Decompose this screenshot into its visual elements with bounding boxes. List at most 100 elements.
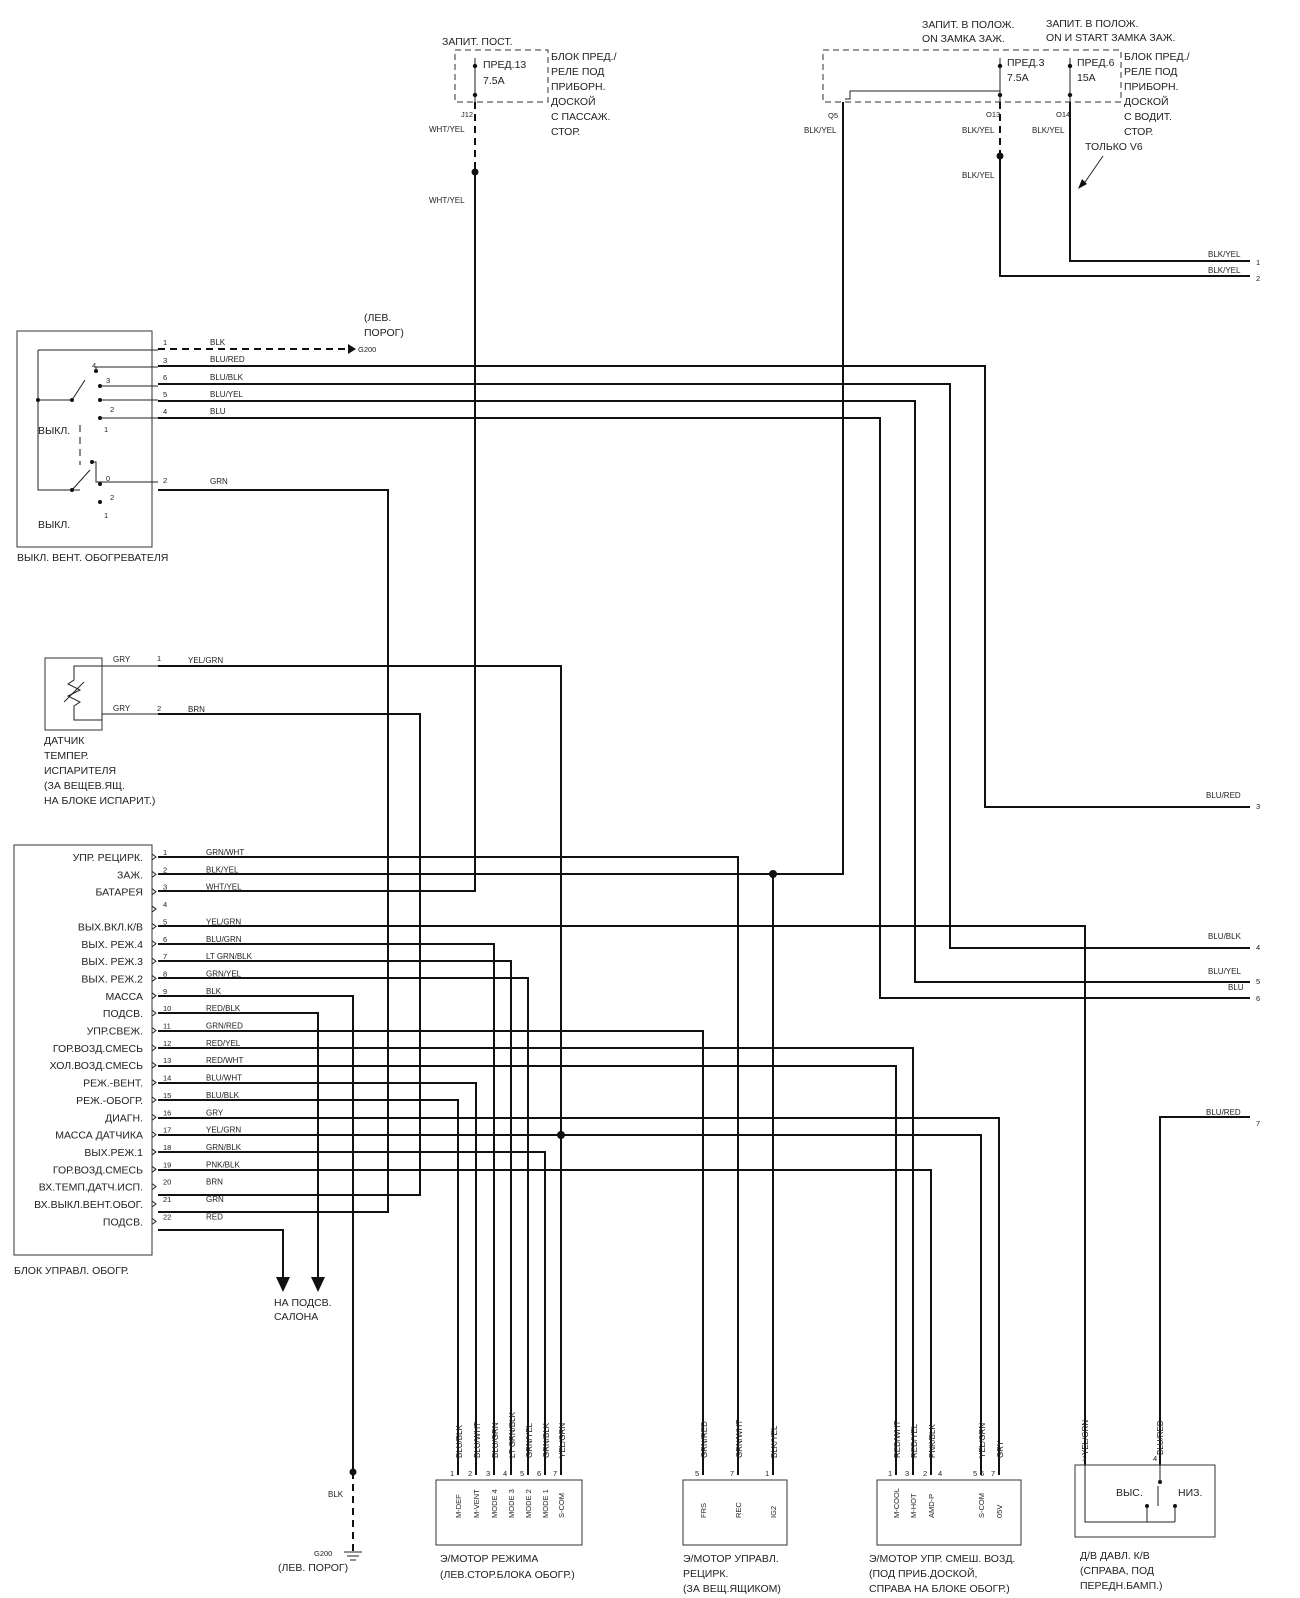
connector-symbol: [151, 1009, 157, 1017]
fuse-box-desc-2: РЕЛЕ ПОД: [551, 66, 604, 78]
fuse-box-title: ЗАПИТ. В ПОЛОЖ.: [1046, 18, 1138, 30]
pin-number: 5: [520, 1469, 524, 1478]
wire-label: GRN/WHT: [735, 1420, 744, 1458]
terminal-function: ГОР.ВОЗД.СМЕСЬ: [53, 1164, 143, 1176]
recirc-motor-label: Э/МОТОР УПРАВЛ.: [683, 1553, 779, 1565]
connector-symbol: [151, 1096, 157, 1104]
fuse-box-title: ON ЗАМКА ЗАЖ.: [922, 33, 1005, 45]
wire-label: PNK/BLK: [928, 1424, 937, 1458]
connector-symbol: [151, 1183, 157, 1191]
fuse-box-desc-3: ПРИБОРН.: [1124, 81, 1179, 93]
wire-label: YEL/GRN: [558, 1423, 567, 1458]
pin-number: 5: [163, 390, 167, 399]
fuse-box-desc-6: СТОР.: [551, 126, 580, 138]
pin-number: 3: [163, 883, 167, 892]
pin-number: 3: [163, 356, 167, 365]
connector-symbol: [151, 992, 157, 1000]
pin-number: 1: [888, 1469, 892, 1478]
pin-number: 2: [157, 704, 161, 713]
connector-symbol: [151, 1079, 157, 1086]
wire-label: BLU/WHT: [473, 1422, 482, 1458]
fuse-13-rating: 7.5A: [483, 75, 505, 87]
pressure-switch-label: (СПРАВА, ПОД: [1080, 1565, 1154, 1577]
control-unit-row: 4: [151, 900, 167, 913]
switch-off-label: ВЫКЛ.: [38, 519, 70, 531]
wire-label: BLK: [206, 987, 222, 996]
pressure-switch-label: ПЕРЕДН.БАМП.): [1080, 1580, 1163, 1592]
connector-symbol: [151, 853, 157, 861]
wire-label-wht-yel: WHT/YEL: [429, 196, 465, 205]
connector-symbol: [151, 1148, 157, 1156]
terminal-function: ПОДСВ.: [103, 1216, 143, 1228]
pin-number: 11: [163, 1022, 171, 1031]
wire-label: GRN/BLK: [206, 1143, 242, 1152]
illumination-note: САЛОНА: [274, 1311, 318, 1323]
pin-j12: J12: [461, 110, 473, 119]
wire-label: BLU/WHT: [206, 1074, 242, 1083]
pin-number: 7: [553, 1469, 557, 1478]
right-edge-terminals: BLK/YEL 1 BLK/YEL 2 BLU/RED 3 BLU/BLK 4 …: [1206, 250, 1260, 1128]
wire-label: BLK: [210, 338, 226, 347]
control-unit-label: БЛОК УПРАВЛ. ОБОГР.: [14, 1265, 129, 1277]
switch-position: 0: [106, 474, 110, 483]
sensor-label: (ЗА ВЕЩЕВ.ЯЩ.: [44, 780, 125, 792]
terminal-name: REC: [734, 1502, 743, 1518]
wire-label-blk-yel: BLK/YEL: [1032, 126, 1065, 135]
fuse-box-driver: ЗАПИТ. В ПОЛОЖ. ON ЗАМКА ЗАЖ. ЗАПИТ. В П…: [804, 18, 1190, 189]
pressure-switch-box: [1074, 1464, 1216, 1538]
wire-label: YEL/GRN: [978, 1423, 987, 1458]
pin-number: 6: [980, 1469, 984, 1478]
terminal-function: УПР.СВЕЖ.: [87, 1026, 143, 1038]
fuse-box-desc-4: ДОСКОЙ: [1124, 95, 1169, 108]
pin-number: 1: [1082, 1454, 1086, 1463]
wire-label: BLU/BLK: [455, 1424, 464, 1458]
wire-label: BLU/GRN: [206, 935, 242, 944]
fuse-6-rating: 15A: [1077, 72, 1096, 84]
mode-motor-pins: BLU/BLK1M-DEFBLU/WHT2M-VENTBLU/GRN3MODE …: [450, 1411, 567, 1518]
wire-label: BLK/YEL: [770, 1425, 779, 1458]
mix-motor-label: Э/МОТОР УПР. СМЕШ. ВОЗД.: [869, 1553, 1015, 1565]
terminal-number: 7: [1256, 1119, 1260, 1128]
pin-number: 1: [450, 1469, 454, 1478]
wire-label-blk-yel: BLK/YEL: [962, 126, 995, 135]
ground-g200-bottom: BLK G200 (ЛЕВ. ПОРОГ): [278, 1468, 362, 1574]
pin-number: 1: [765, 1469, 769, 1478]
illumination-note: НА ПОДСВ.: [274, 1297, 332, 1309]
terminal-name: AMD-P: [927, 1494, 936, 1518]
wire-label: BLU/YEL: [1208, 967, 1241, 976]
ground-note: (ЛЕВ.: [364, 312, 391, 324]
pin-o14: O14: [1056, 110, 1070, 119]
mode-motor: Э/МОТОР РЕЖИМА (ЛЕВ.СТОР.БЛОКА ОБОГР.) B…: [435, 1411, 583, 1581]
connector-symbol: [151, 957, 157, 965]
terminal-name: M-HOT: [909, 1493, 918, 1518]
pin-number: 2: [468, 1469, 472, 1478]
mix-motor-box: [876, 1479, 1022, 1546]
air-mix-motor: Э/МОТОР УПР. СМЕШ. ВОЗД. (ПОД ПРИБ.ДОСКО…: [869, 1421, 1022, 1595]
fuse-box-desc-4: ДОСКОЙ: [551, 95, 596, 108]
switch-position: 2: [110, 493, 114, 502]
ground-id: G200: [358, 345, 376, 354]
terminal-function: ВЫХ.РЕЖ.1: [84, 1147, 143, 1159]
wire-label: BLU/BLK: [210, 373, 244, 382]
pin-number: 5: [695, 1469, 699, 1478]
terminal-function: ВХ.ВЫКЛ.ВЕНТ.ОБОГ.: [34, 1199, 143, 1211]
wire-label: BLU/GRN: [491, 1422, 500, 1458]
wire-label: GRY: [113, 704, 131, 713]
fan-switch: ВЫКЛ. ВЕНТ. ОБОГРЕВАТЕЛЯ ВЫКЛ. ВЫКЛ. 4 3…: [16, 312, 404, 564]
wire-label: PNK/BLK: [206, 1160, 240, 1169]
connector-symbol: [151, 1217, 157, 1225]
connector-symbol: [151, 1131, 157, 1138]
